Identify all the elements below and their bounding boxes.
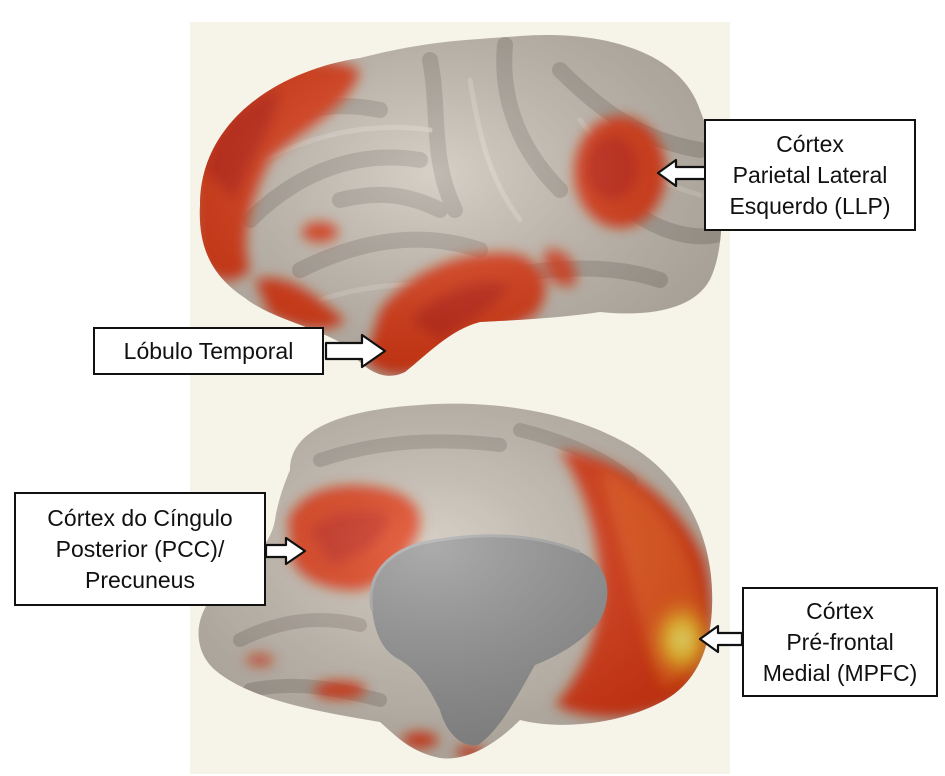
label-llp-line-3: Esquerdo (LLP) (729, 191, 890, 222)
label-temporal: Lóbulo Temporal (93, 327, 324, 375)
label-pcc-line-1: Córtex do Cíngulo (47, 503, 232, 534)
label-mpfc-line-3: Medial (MPFC) (763, 658, 918, 689)
label-llp-line-2: Parietal Lateral (729, 160, 890, 191)
label-temporal-line-1: Lóbulo Temporal (124, 336, 294, 367)
label-pcc: Córtex do Cíngulo Posterior (PCC)/ Precu… (14, 492, 266, 606)
label-mpfc-line-2: Pré-frontal (763, 627, 918, 658)
label-mpfc: Córtex Pré-frontal Medial (MPFC) (742, 587, 938, 697)
label-pcc-line-2: Posterior (PCC)/ (47, 534, 232, 565)
label-llp-line-1: Córtex (729, 129, 890, 160)
label-llp: Córtex Parietal Lateral Esquerdo (LLP) (704, 119, 916, 231)
label-mpfc-line-1: Córtex (763, 596, 918, 627)
label-pcc-line-3: Precuneus (47, 565, 232, 596)
